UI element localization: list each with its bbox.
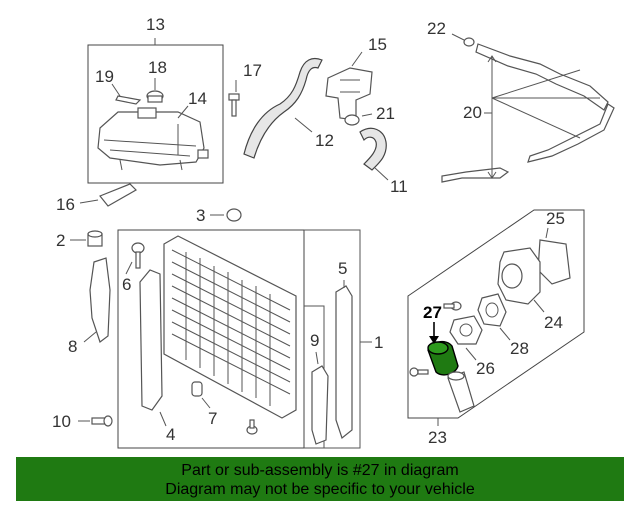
callout-4: 4 <box>166 425 175 444</box>
coolant-reservoir <box>97 107 209 171</box>
callout-27-arrow <box>429 336 439 344</box>
callout-24: 24 <box>544 313 563 332</box>
callout-13: 13 <box>146 15 165 34</box>
water-outlet-26 <box>449 315 483 345</box>
radiator-group-box <box>117 229 305 449</box>
side-panel-4 <box>139 269 163 411</box>
callout-15: 15 <box>368 35 387 54</box>
bolt-thermostat-lower <box>409 367 429 377</box>
info-banner: Part or sub-assembly is #27 in diagram D… <box>16 457 624 501</box>
air-deflector-8 <box>89 257 111 343</box>
banner-line-2: Diagram may not be specific to your vehi… <box>165 481 475 498</box>
callout-9: 9 <box>310 331 319 350</box>
thermostat-housing-24 <box>497 247 541 305</box>
bolt-thermostat-upper <box>443 301 462 311</box>
callout-8: 8 <box>68 337 77 356</box>
clamp-22 <box>463 37 475 47</box>
bolt-17 <box>228 93 240 117</box>
callout-18: 18 <box>148 58 167 77</box>
clamp-21 <box>344 114 360 126</box>
banner-line-1: Part or sub-assembly is #27 in diagram <box>181 462 459 479</box>
radiator-core <box>163 235 297 419</box>
pipe-20 <box>527 103 615 163</box>
reservoir-hose-bracket <box>115 95 142 105</box>
bracket-16 <box>99 183 137 207</box>
callout-5: 5 <box>338 259 347 278</box>
callout-22: 22 <box>427 19 446 38</box>
side-panel-9 <box>311 365 329 445</box>
callout-12: 12 <box>315 131 334 150</box>
callout-21: 21 <box>376 104 395 123</box>
bolt-6 <box>131 242 145 269</box>
bracket-15 <box>325 67 373 121</box>
callout-19: 19 <box>95 67 114 86</box>
callout-6: 6 <box>122 275 131 294</box>
reservoir-cap <box>146 90 164 103</box>
callout-11: 11 <box>390 177 408 196</box>
callout-17: 17 <box>243 61 262 80</box>
callout-7: 7 <box>208 409 217 428</box>
callout-20: 20 <box>463 103 482 122</box>
bolt-radiator-bottom <box>246 419 258 435</box>
callout-26: 26 <box>476 359 495 378</box>
callout-27: 27 <box>423 303 442 322</box>
nut-3 <box>226 208 242 222</box>
callout-16: 16 <box>56 195 75 214</box>
thermostat-28 <box>477 293 507 327</box>
bolt-10 <box>91 415 113 427</box>
callout-23: 23 <box>428 428 447 447</box>
gasket-25 <box>537 239 571 285</box>
mount-2 <box>87 230 103 247</box>
callout-1: 1 <box>374 333 383 352</box>
side-panel-5 <box>335 285 353 440</box>
callout-28: 28 <box>510 339 529 358</box>
highlighted-part-27 <box>427 340 459 376</box>
pipe-23 <box>447 371 475 413</box>
callout-2: 2 <box>56 231 65 250</box>
hose-20-upper <box>475 43 609 111</box>
drain-plug-7 <box>191 381 203 397</box>
lower-hose <box>359 127 387 171</box>
callout-3: 3 <box>196 206 205 225</box>
thermostat-group-box <box>407 209 585 419</box>
parts-diagram: 13 18 19 14 17 12 15 21 11 <box>52 15 615 449</box>
callout-14: 14 <box>188 89 207 108</box>
callout-25: 25 <box>546 209 565 228</box>
callout-10: 10 <box>52 412 71 431</box>
upper-hose <box>243 57 323 159</box>
hose-20-lower <box>441 167 510 183</box>
